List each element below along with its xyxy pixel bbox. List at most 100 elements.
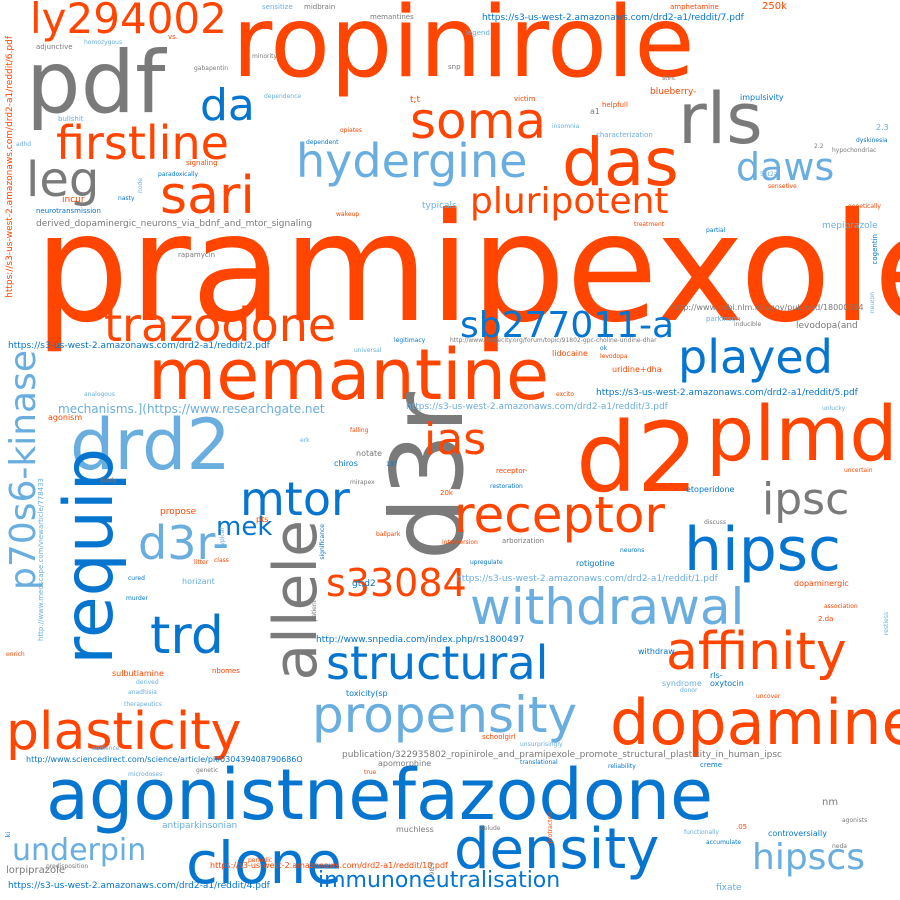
word-controversially: controversially	[768, 829, 827, 838]
word-rls-dash: rls-	[710, 671, 723, 680]
word-underpin: underpin	[12, 833, 147, 868]
word-cured: cured	[128, 575, 145, 582]
word-cogentin: cogentin	[871, 234, 879, 265]
word-signaling: signaling	[186, 159, 218, 167]
word-url-drd2-10: https://s3-us-west-2.amazonaws.com/drd2-…	[210, 861, 448, 870]
word-derived-signaling: derived_dopaminergic_neurons_via_bdnf_an…	[36, 219, 313, 229]
word-da: da	[200, 80, 255, 131]
word-uridine-dha: uridine+dha	[612, 365, 662, 374]
word-agonism: agonism	[48, 413, 83, 422]
word-snp: snp	[448, 63, 461, 71]
word-ok: ok	[600, 345, 608, 352]
word-discuss: discuss	[704, 519, 726, 526]
word-fixate: fixate	[716, 883, 742, 893]
word-nbomes: nbomes	[212, 667, 240, 675]
word-characterization: characterization	[596, 131, 653, 139]
word-derived: derived	[136, 679, 159, 686]
word-upregulate: upregulate	[470, 559, 503, 566]
word-daws: daws	[736, 145, 835, 189]
word-murder: murder	[126, 595, 148, 602]
word-ki: ki	[5, 832, 12, 838]
word-victim: victim	[514, 95, 536, 103]
word-url-sciencedirect: http://www.sciencedirect.com/science/art…	[26, 755, 303, 764]
word-oxytocin: oxytocin	[710, 679, 744, 688]
word-url-drd2-7: https://s3-us-west-2.amazonaws.com/drd2-…	[482, 13, 744, 23]
word-sensitize: sensitize	[262, 3, 293, 11]
word-significance: significance	[319, 524, 326, 560]
word-audience: audience	[92, 745, 120, 752]
word-trd: trd	[150, 606, 224, 666]
word-20k: 20k	[440, 489, 453, 497]
word-chiros: chiros	[334, 459, 358, 468]
word-soma: soma	[410, 92, 546, 150]
word-hypochondriac: hypochondriac	[832, 147, 877, 154]
word-mirapex: mirapex	[350, 479, 375, 486]
word-therapeutics: therapeutics	[124, 701, 162, 708]
word-partial: partial	[706, 227, 726, 234]
word-url-drd2-6: https://s3-us-west-2.amazonaws.com/drd2-…	[5, 36, 15, 298]
word-giddy: giddy	[100, 477, 117, 484]
word-memantines: memantines	[370, 13, 414, 21]
word-typical: typical	[219, 528, 226, 549]
word-d3r-dash: d3r-	[138, 516, 230, 570]
word-firstline: firstline	[56, 116, 229, 170]
word-ias: ias	[424, 414, 487, 465]
word-creme: creme	[700, 761, 723, 769]
word-dopamine: dopamine	[610, 686, 900, 759]
word-nasty: nasty	[118, 195, 135, 202]
word-midbrain: midbrain	[304, 3, 336, 11]
word-withdrawal: withdrawal	[470, 578, 745, 636]
word-hydergine: hydergine	[296, 134, 528, 188]
word-dopaminergic: dopaminergic	[794, 579, 849, 588]
word-legitimacy: legitimacy	[394, 337, 426, 344]
word-impulsivity: impulsivity	[740, 93, 784, 102]
word-sari: sari	[160, 166, 255, 226]
word-syndrome: syndrome	[662, 679, 702, 688]
word-url-pubmed: http://www.ncbi.nlm.nih.gov/pubmed/18000…	[672, 303, 864, 312]
word-pdf: pdf	[26, 33, 166, 133]
word-accumulate: accumulate	[706, 839, 742, 846]
word-falling: falling	[350, 427, 369, 434]
word-url-drd2-4: https://s3-us-west-2.amazonaws.com/drd2-…	[8, 881, 270, 891]
word-dependence: dependence	[264, 93, 302, 100]
word-microdoses: microdoses	[128, 771, 163, 778]
word-neuron: neuron	[869, 292, 876, 314]
word-bullshit: bullshit	[58, 115, 84, 123]
word-05: .05	[736, 823, 748, 831]
word-lidocaine: lidocaine	[552, 349, 588, 358]
word-association: association	[824, 603, 858, 610]
word-predisposition: predisposition	[46, 863, 89, 870]
word-neda: neda	[832, 843, 847, 850]
word-nm: nm	[822, 797, 839, 808]
word-url-snpedia: http://www.snpedia.com/index.php/rs18004…	[316, 635, 525, 645]
word-gt-d2: gt;d2	[352, 579, 376, 589]
word-restoration: restoration	[490, 483, 523, 490]
word-inducible: inducible	[734, 321, 762, 328]
word-insomnia: insomnia	[552, 123, 580, 130]
word-apomorphine: apomorphine	[378, 759, 432, 768]
word-url-drd2-1: https://s3-us-west-2.amazonaws.com/drd2-…	[456, 574, 718, 584]
word-2-da: 2.da	[818, 615, 834, 623]
word-withdraw: withdraw	[638, 647, 675, 656]
word-reliability: reliability	[608, 763, 636, 770]
word-adjunctive: adjunctive	[36, 43, 73, 51]
word-analogous: analogous	[84, 391, 115, 398]
word-agonists: agonists	[842, 817, 868, 824]
word-rapamycin: rapamycin	[178, 251, 216, 259]
word-mechanisms: mechanisms.](https://www.researchgate.ne…	[58, 402, 325, 416]
word-opiates: opiates	[340, 127, 362, 134]
word-das: das	[562, 124, 679, 201]
word-litter: litter	[194, 559, 209, 566]
word-pluripotent: pluripotent	[470, 181, 669, 222]
word-s33084: s33084	[326, 561, 467, 605]
word-url-drd2-3: https://s3-us-west-2.amazonaws.com/drd2-…	[406, 402, 668, 412]
word-neurons: neurons	[620, 547, 645, 554]
word-gabapentin: gabapentin	[194, 65, 229, 72]
word-levodopa-and: levodopa(and	[796, 321, 858, 331]
word-delude: delude	[480, 825, 501, 832]
word-url-medscape: http://www.medscape.com/viewarticle/7784…	[37, 478, 45, 641]
word-paradoxically: paradoxically	[158, 171, 199, 178]
word-ipsc: ipsc	[762, 474, 850, 525]
word-erk: erk	[300, 437, 310, 444]
word-introversion: introversion	[442, 539, 478, 546]
